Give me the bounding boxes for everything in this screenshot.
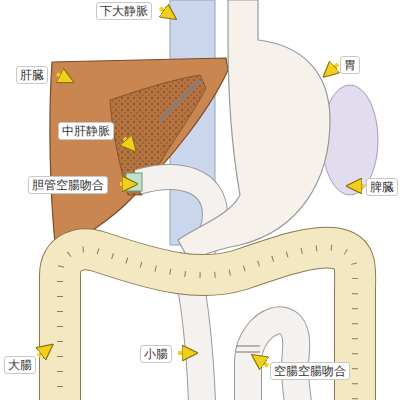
part-label: 大腸	[4, 356, 36, 374]
part-label: 肝臓	[16, 66, 48, 84]
part-label: 空腸空腸吻合	[270, 362, 350, 380]
colon	[60, 248, 355, 400]
hepatic-vein	[160, 80, 200, 120]
part-label: 小腸	[140, 345, 172, 363]
part-label: 中肝静脈	[58, 122, 114, 140]
stomach	[178, 0, 330, 262]
part-label: 胆管空腸吻合	[28, 176, 108, 194]
part-label: 下大静脈	[96, 2, 152, 20]
part-label: 胃	[340, 56, 360, 74]
part-label: 脾臓	[366, 178, 398, 196]
